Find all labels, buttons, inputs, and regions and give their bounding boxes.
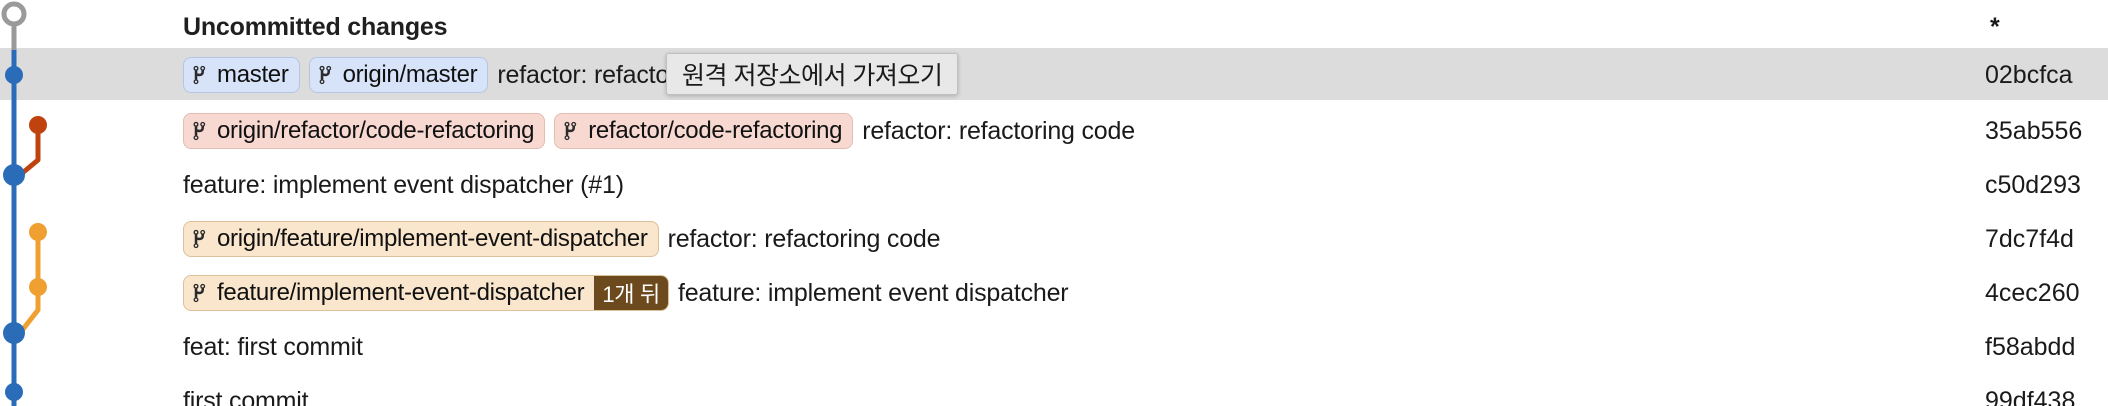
list-item[interactable]: feature/implement-event-dispatcher 1개 뒤 … (0, 266, 2108, 320)
behind-count-badge: 1개 뒤 (594, 276, 668, 310)
commit-message: refactor: refactoring code (667, 224, 941, 253)
commit-hash: 35ab556 (1985, 116, 2083, 145)
branch-chip-label: refactor/code-refactoring (588, 117, 843, 144)
branch-chip-refactor[interactable]: refactor/code-refactoring (554, 113, 854, 149)
commit-message: refactor: refactoring code (862, 116, 1135, 145)
fetch-tooltip: 원격 저장소에서 가져오기 (666, 53, 959, 95)
branch-chip-label: origin/master (342, 61, 478, 88)
branch-chip-origin-master[interactable]: origin/master (308, 57, 489, 93)
row-content: Uncommitted changes (183, 12, 448, 42)
branch-chip-origin-feature[interactable]: origin/feature/implement-event-dispatche… (183, 221, 659, 257)
git-branch-icon (564, 121, 581, 141)
commit-message: feat: first commit (183, 332, 363, 361)
row-content: origin/refactor/code-refactoring refacto… (183, 113, 1135, 149)
branch-chip-feature-group[interactable]: feature/implement-event-dispatcher 1개 뒤 (183, 275, 669, 311)
git-branch-icon (193, 65, 210, 85)
branch-chip-label: origin/refactor/code-refactoring (217, 117, 535, 144)
list-item[interactable]: origin/refactor/code-refactoring refacto… (0, 104, 2108, 158)
list-item[interactable]: feat: first commit f58abdd (0, 320, 2108, 374)
page-title: Uncommitted changes (183, 12, 448, 41)
commit-hash: 4cec260 (1985, 278, 2080, 307)
row-content: feature: implement event dispatcher (#1) (183, 171, 624, 200)
status-badge: * (1990, 12, 2000, 41)
commit-hash: 7dc7f4d (1985, 224, 2074, 253)
branch-chip-label: feature/implement-event-dispatcher (217, 279, 585, 306)
commit-message: feature: implement event dispatcher (#1) (183, 170, 624, 199)
row-content: feature/implement-event-dispatcher 1개 뒤 … (183, 275, 1069, 311)
tooltip-label: 원격 저장소에서 가져오기 (682, 62, 943, 90)
commit-hash: c50d293 (1985, 170, 2081, 199)
row-content: first commit (183, 386, 309, 406)
branch-chip-master[interactable]: master (183, 57, 300, 93)
commit-message: first commit (183, 386, 309, 406)
row-content: feat: first commit (183, 333, 363, 362)
commit-message: feature: implement event dispatcher (677, 278, 1069, 307)
git-branch-icon (193, 121, 210, 141)
list-item[interactable]: Uncommitted changes * (0, 0, 2108, 54)
list-item[interactable]: origin/feature/implement-event-dispatche… (0, 212, 2108, 266)
list-item[interactable]: master origin/master refactor: refactori… (0, 48, 2108, 102)
branch-chip-feature[interactable]: feature/implement-event-dispatcher (184, 276, 594, 310)
branch-chip-label: origin/feature/implement-event-dispatche… (217, 225, 648, 252)
branch-chip-label: master (217, 61, 289, 88)
list-item[interactable]: first commit 99df438 (0, 374, 2108, 406)
commit-hash: 02bcfca (1985, 60, 2073, 89)
git-branch-icon (319, 65, 336, 85)
git-branch-icon (193, 229, 210, 249)
branch-chip-origin-refactor[interactable]: origin/refactor/code-refactoring (183, 113, 546, 149)
list-item[interactable]: feature: implement event dispatcher (#1)… (0, 158, 2108, 212)
commit-hash: 99df438 (1985, 386, 2076, 406)
row-content: origin/feature/implement-event-dispatche… (183, 221, 941, 257)
git-branch-icon (193, 283, 210, 303)
commit-hash: f58abdd (1985, 332, 2076, 361)
